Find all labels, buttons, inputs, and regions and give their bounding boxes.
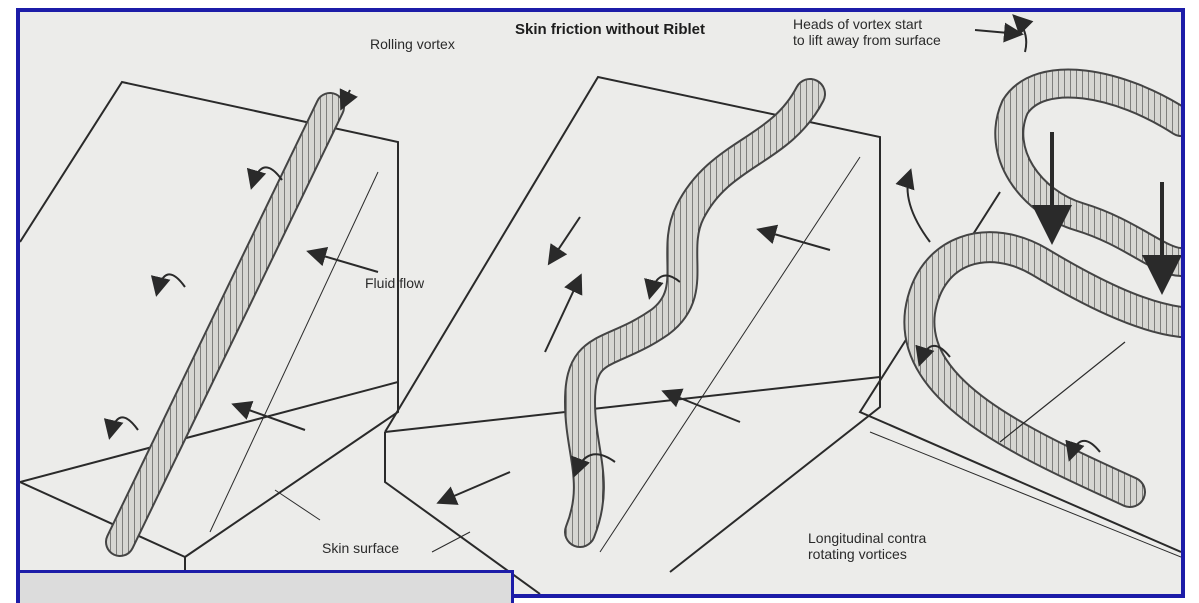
fluid-flow-label: Fluid flow bbox=[365, 275, 425, 291]
diagram-title: Skin friction without Riblet bbox=[515, 21, 705, 38]
panel-1-rolling-vortex bbox=[105, 92, 345, 557]
skin-surface-label: Skin surface bbox=[322, 540, 400, 556]
rolling-vortex-label: Rolling vortex bbox=[370, 36, 455, 52]
panel-1-flow-arrows bbox=[103, 88, 379, 440]
panel-2-flow-arrows bbox=[436, 216, 831, 505]
panel-3-arrows bbox=[895, 14, 1181, 462]
frame-border-top bbox=[16, 8, 1185, 12]
panel-3-hairpin-vortices bbox=[903, 68, 1181, 508]
frame-border-left bbox=[16, 8, 20, 603]
panel-2-wavy-vortex bbox=[563, 78, 826, 548]
vortex-diagram bbox=[20, 14, 1181, 594]
frame-border-bottom bbox=[514, 594, 1185, 598]
panel-2-plate bbox=[384, 75, 881, 594]
longitudinal-vortices-label: Longitudinal contra rotating vortices bbox=[808, 530, 927, 562]
overlapping-image-inset bbox=[20, 570, 514, 603]
label-leaders bbox=[274, 489, 471, 553]
heads-of-vortex-label: Heads of vortex start to lift away from … bbox=[793, 16, 941, 48]
frame-border-right bbox=[1181, 8, 1185, 598]
